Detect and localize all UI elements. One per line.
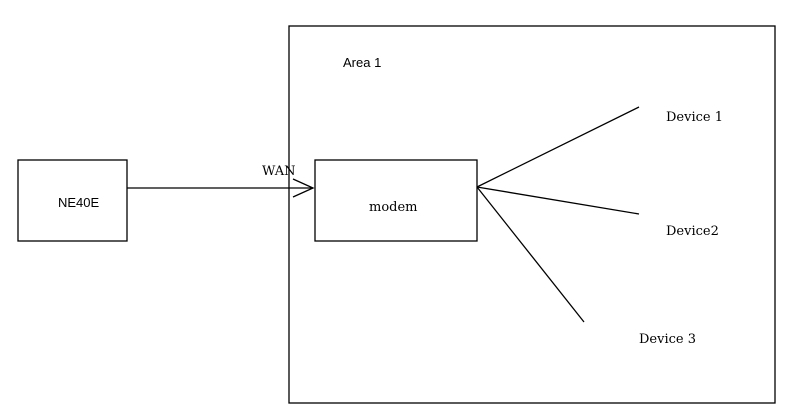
ne40e-label: NE40E <box>58 195 100 210</box>
ne40e-box <box>17 159 128 242</box>
device-1-link <box>476 106 640 188</box>
wan-label: WAN <box>262 164 295 179</box>
device-2-link <box>476 186 640 215</box>
device-2-label: Device2 <box>666 224 719 239</box>
wan-arrowhead <box>292 178 315 198</box>
modem-label: modem <box>369 200 418 215</box>
modem-box <box>314 159 478 242</box>
device-3-link <box>476 186 585 323</box>
device-3-label: Device 3 <box>639 332 696 347</box>
device-1-label: Device 1 <box>666 110 723 125</box>
area-1-label: Area 1 <box>343 55 381 70</box>
